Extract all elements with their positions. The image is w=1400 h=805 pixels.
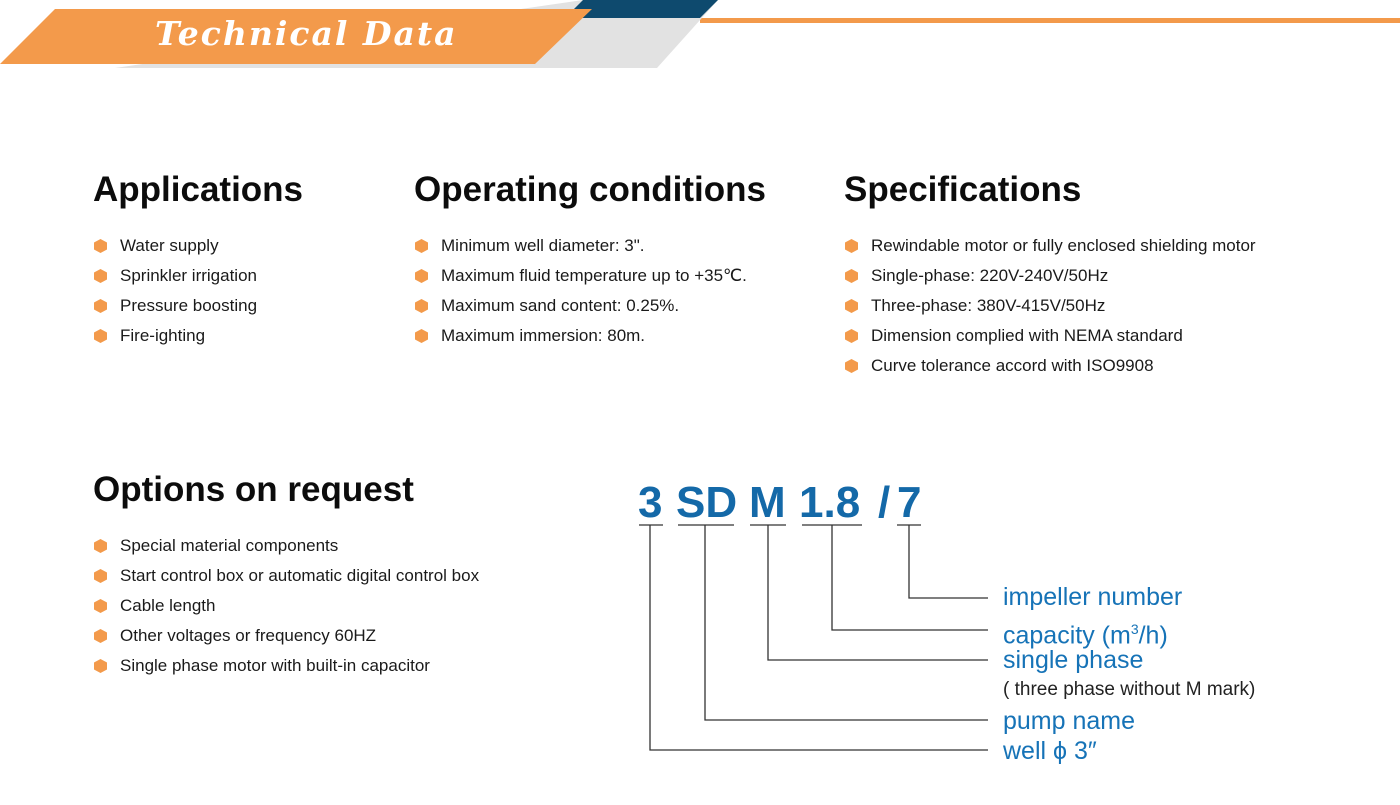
label-impeller-number: impeller number: [1003, 583, 1183, 611]
list-item-text: Cable length: [120, 596, 216, 615]
banner-navy-band: [565, 0, 718, 18]
connector-capacity: [831, 525, 988, 631]
label-well: well ϕ 3″: [1003, 737, 1097, 765]
list-item: Single-phase: 220V-240V/50Hz: [844, 266, 1256, 296]
label-capacity-superscript: 3: [1130, 621, 1139, 637]
list-item: Maximum sand content: 0.25%.: [414, 296, 766, 326]
list-item: Curve tolerance accord with ISO9908: [844, 356, 1256, 386]
list-item-text: Curve tolerance accord with ISO9908: [871, 356, 1154, 375]
connector-impeller: [908, 525, 988, 599]
operating-conditions-list: Minimum well diameter: 3". Maximum fluid…: [414, 236, 766, 356]
list-item-text: Three-phase: 380V-415V/50Hz: [871, 296, 1106, 315]
list-item-text: Special material components: [120, 536, 339, 555]
hexagon-bullet-icon: [845, 299, 858, 313]
list-item: Sprinkler irrigation: [93, 266, 303, 296]
list-item-text: Sprinkler irrigation: [120, 266, 257, 285]
list-item-text: Single-phase: 220V-240V/50Hz: [871, 266, 1109, 285]
list-item: Maximum fluid temperature up to +35℃.: [414, 266, 766, 296]
label-capacity-text: capacity (m: [1003, 621, 1131, 650]
specifications-heading: Specifications: [844, 170, 1082, 209]
hexagon-bullet-icon: [94, 569, 107, 583]
operating-conditions-heading: Operating conditions: [414, 170, 766, 209]
hexagon-bullet-icon: [845, 359, 858, 373]
label-single-phase: single phase: [1003, 646, 1144, 674]
applications-section: Applications Water supply Sprinkler irri…: [93, 170, 303, 356]
specifications-list: Rewindable motor or fully enclosed shiel…: [844, 236, 1256, 386]
list-item-text: Other voltages or frequency 60HZ: [120, 626, 377, 645]
list-item-text: Dimension complied with NEMA standard: [871, 326, 1183, 345]
list-item: Maximum immersion: 80m.: [414, 326, 766, 356]
label-capacity: capacity (m3/h): [1003, 615, 1168, 649]
hexagon-bullet-icon: [94, 269, 107, 283]
list-item-text: Pressure boosting: [120, 296, 258, 315]
list-item-text: Water supply: [120, 236, 219, 255]
hexagon-bullet-icon: [94, 299, 107, 313]
list-item: Single phase motor with built-in capacit…: [93, 656, 479, 686]
header-banner: Technical Data: [0, 0, 1400, 70]
list-item: Three-phase: 380V-415V/50Hz: [844, 296, 1256, 326]
model-code-impeller: 7: [897, 478, 922, 527]
list-item: Special material components: [93, 536, 479, 566]
operating-conditions-section: Operating conditions Minimum well diamet…: [414, 170, 766, 356]
model-code-sd: SD: [676, 478, 738, 527]
hexagon-bullet-icon: [845, 239, 858, 253]
hexagon-bullet-icon: [94, 629, 107, 643]
options-heading: Options on request: [93, 470, 414, 509]
hexagon-bullet-icon: [415, 269, 428, 283]
model-code-slash: /: [878, 478, 891, 527]
connector-well: [649, 525, 988, 751]
model-code-digit: 3: [638, 478, 663, 527]
list-item: Dimension complied with NEMA standard: [844, 326, 1256, 356]
label-capacity-unit: /h): [1138, 621, 1168, 650]
connector-phase: [767, 525, 988, 661]
hexagon-bullet-icon: [94, 539, 107, 553]
list-item: Rewindable motor or fully enclosed shiel…: [844, 236, 1256, 266]
applications-list: Water supply Sprinkler irrigation Pressu…: [93, 236, 303, 356]
hexagon-bullet-icon: [415, 239, 428, 253]
specifications-section: Specifications Rewindable motor or fully…: [844, 170, 1256, 386]
model-code-diagram: 3 SD M 1.8 / 7 impeller number capacity …: [600, 460, 1360, 780]
list-item: Pressure boosting: [93, 296, 303, 326]
label-phase-note: ( three phase without M mark): [1003, 679, 1256, 700]
banner-line: [700, 18, 1400, 23]
list-item-text: Single phase motor with built-in capacit…: [120, 656, 430, 675]
hexagon-bullet-icon: [94, 599, 107, 613]
list-item-text: Maximum sand content: 0.25%.: [441, 296, 680, 315]
applications-heading: Applications: [93, 170, 304, 209]
connector-pump: [704, 525, 988, 721]
list-item: Start control box or automatic digital c…: [93, 566, 479, 596]
list-item-text: Start control box or automatic digital c…: [120, 566, 480, 585]
options-section: Options on request Special material comp…: [93, 470, 479, 686]
label-pump-name: pump name: [1003, 707, 1136, 735]
model-code-m: M: [749, 478, 786, 527]
list-item: Minimum well diameter: 3".: [414, 236, 766, 266]
banner-graphic: [0, 0, 1400, 68]
hexagon-bullet-icon: [845, 329, 858, 343]
hexagon-bullet-icon: [415, 299, 428, 313]
hexagon-bullet-icon: [94, 239, 107, 253]
hexagon-bullet-icon: [94, 329, 107, 343]
options-list: Special material components Start contro…: [93, 536, 479, 686]
list-item-text: Maximum immersion: 80m.: [441, 326, 646, 345]
list-item-text: Minimum well diameter: 3".: [441, 236, 645, 255]
list-item-text: Rewindable motor or fully enclosed shiel…: [871, 236, 1256, 255]
hexagon-bullet-icon: [415, 329, 428, 343]
list-item-text: Fire-ighting: [120, 326, 206, 345]
hexagon-bullet-icon: [94, 659, 107, 673]
model-code-connectors: [639, 524, 988, 751]
list-item: Cable length: [93, 596, 479, 626]
list-item: Other voltages or frequency 60HZ: [93, 626, 479, 656]
page-title: Technical Data: [155, 14, 458, 53]
hexagon-bullet-icon: [845, 269, 858, 283]
list-item: Fire-ighting: [93, 326, 303, 356]
list-item-text: Maximum fluid temperature up to +35℃.: [441, 266, 747, 285]
list-item: Water supply: [93, 236, 303, 266]
model-code-capacity: 1.8: [799, 478, 861, 527]
banner-orange-band: [0, 9, 592, 64]
